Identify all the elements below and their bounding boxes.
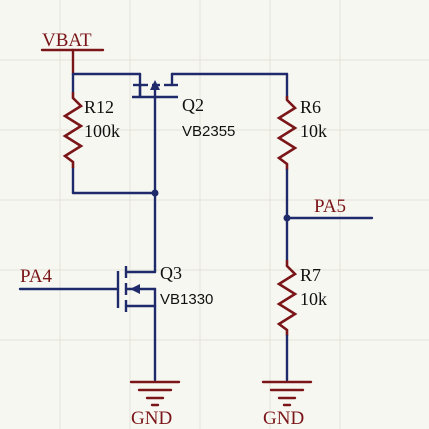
q3-ref: Q3 [160, 263, 182, 283]
q2-part: VB2355 [182, 123, 235, 140]
ground-symbol-left: GND [129, 380, 181, 429]
ground-symbol-right: GND [261, 380, 313, 429]
resistor-r6: R6 10k [276, 96, 327, 170]
r7-value: 10k [300, 289, 327, 309]
mosfet-q2: Q2 VB2355 [132, 72, 235, 195]
mosfet-q3: Q3 VB1330 [116, 263, 213, 312]
gnd-left-label: GND [131, 408, 172, 429]
vbat-label: VBAT [42, 30, 92, 51]
pa4-port: PA4 [18, 266, 120, 291]
gnd-right-label: GND [263, 408, 304, 429]
r6-value: 10k [300, 121, 327, 141]
r7-ref: R7 [300, 265, 321, 285]
resistor-r12: R12 100k [62, 92, 120, 168]
q2-ref: Q2 [182, 95, 204, 115]
r12-ref: R12 [84, 97, 114, 117]
r12-value: 100k [84, 121, 120, 141]
vbat-port: VBAT [40, 30, 105, 76]
q3-part: VB1330 [160, 291, 213, 308]
pa5-label: PA5 [314, 196, 346, 217]
resistor-r7: R7 10k [276, 260, 327, 336]
r6-ref: R6 [300, 97, 321, 117]
junction-pa5 [283, 214, 291, 222]
pa4-label: PA4 [20, 266, 53, 287]
wire-q2-drain-rail [170, 72, 289, 98]
